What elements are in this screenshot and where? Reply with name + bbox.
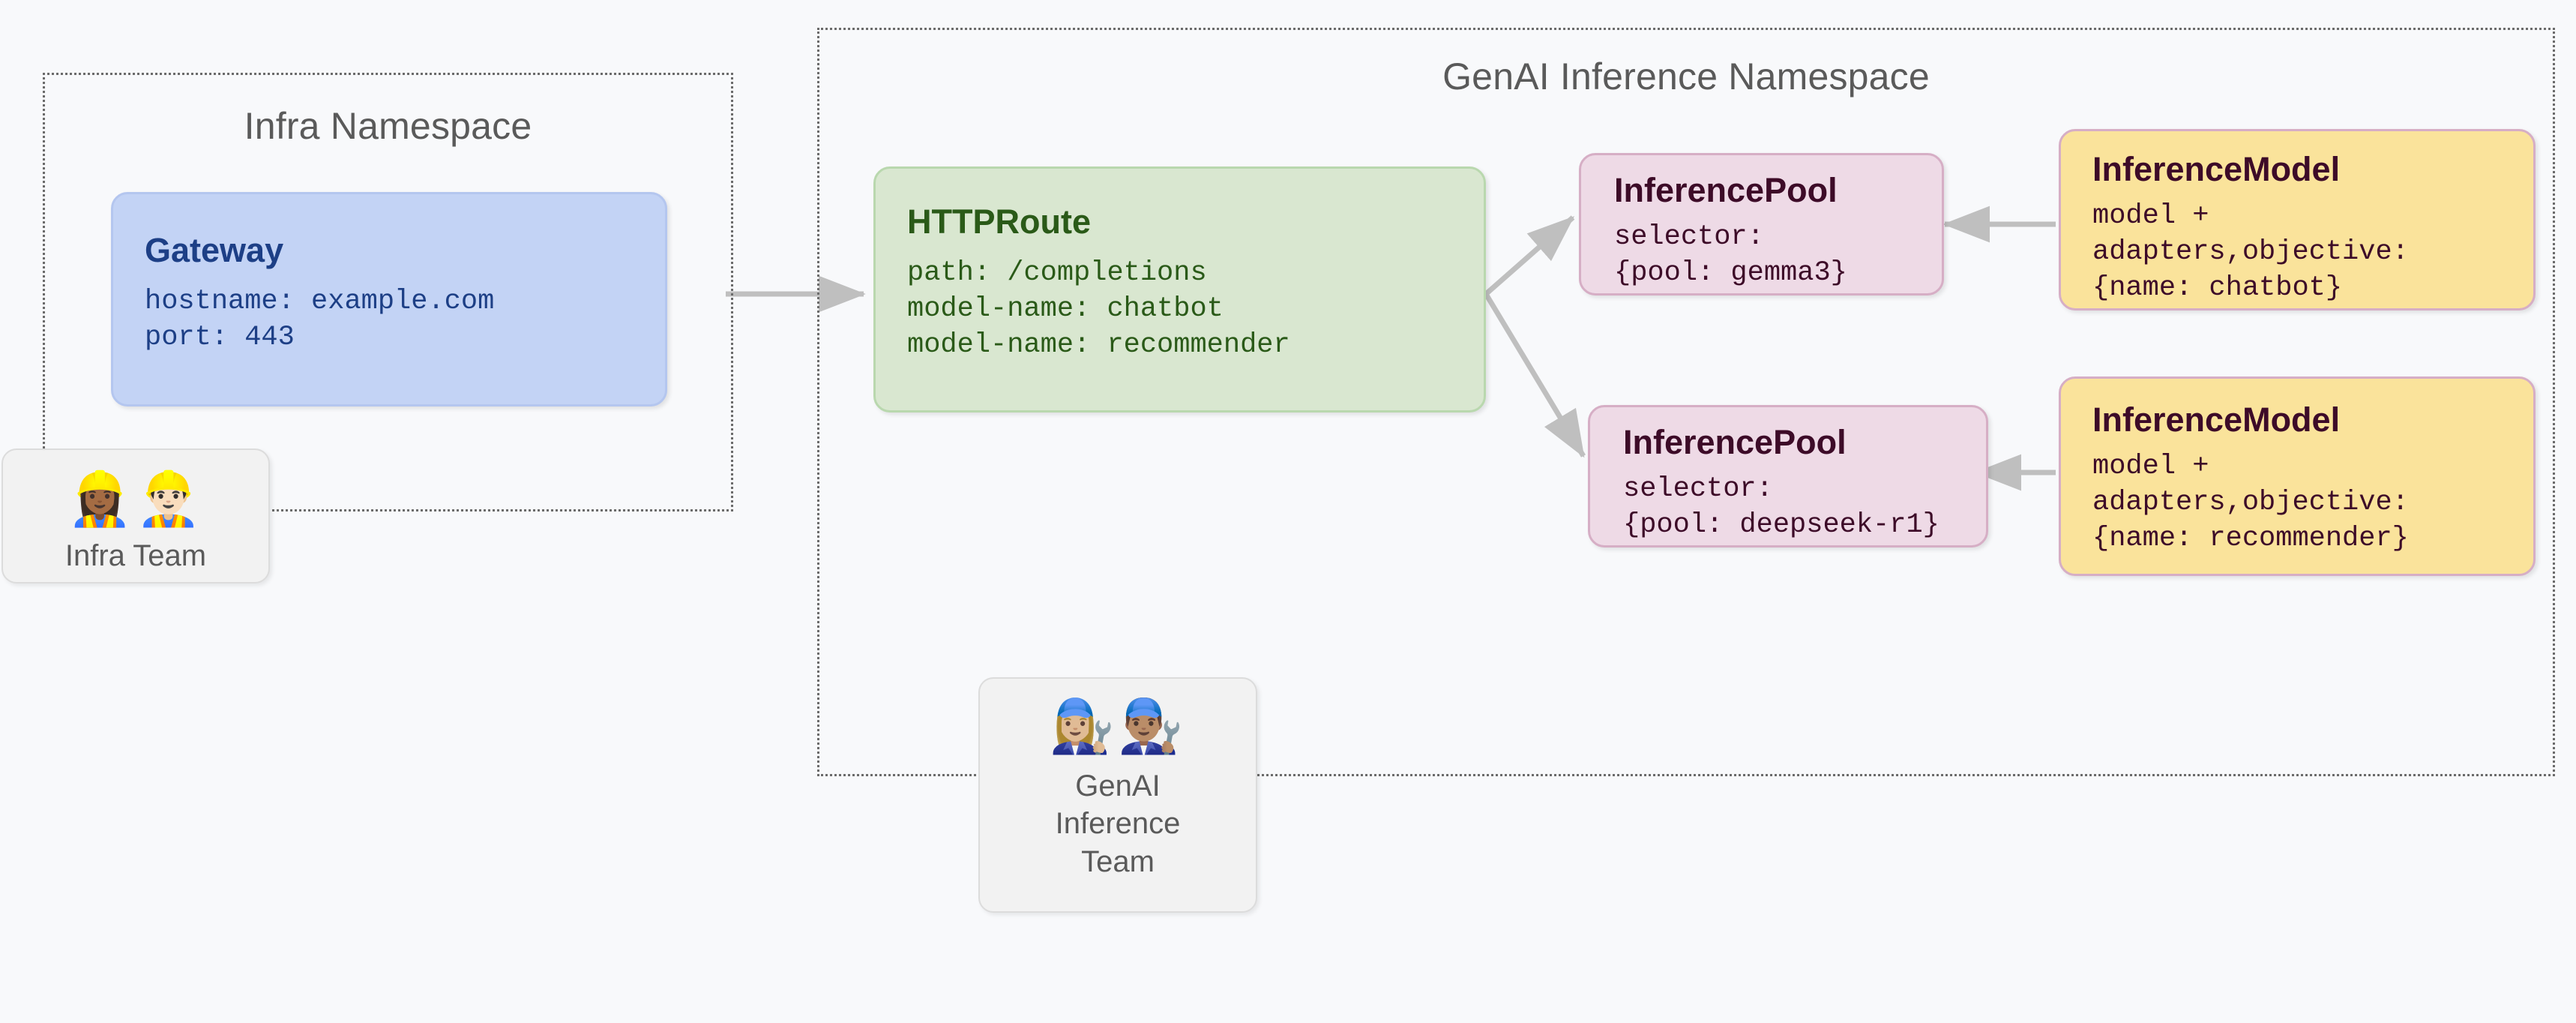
team-genai-label-line-3: Team (1081, 844, 1155, 878)
node-httproute-line-3: model-name: recommender (907, 329, 1290, 362)
node-inferencemodel-recommender-title: InferenceModel (2092, 400, 2341, 439)
node-inferencepool-recommender-line-2: {pool: deepseek-r1} (1623, 509, 1939, 542)
namespace-infra (43, 73, 733, 512)
node-inferencemodel-recommender-line-1: model + (2092, 451, 2209, 482)
node-gateway-line-2: port: 443 (145, 322, 295, 354)
node-inferencemodel-recommender-line-3: {name: recommender} (2092, 523, 2409, 555)
node-inferencepool-chatbot-title: InferencePool (1614, 171, 1838, 209)
node-inferencemodel-chatbot-line-1: model + (2092, 200, 2209, 232)
node-inferencepool-recommender-title: InferencePool (1623, 423, 1847, 461)
team-infra-label: Infra Team (64, 539, 207, 572)
namespace-infra-title: Infra Namespace (244, 105, 532, 147)
node-inferencepool-chatbot[interactable]: InferencePool selector: {pool: gemma3} (1579, 153, 1944, 296)
team-genai-label-line-1: GenAI (1075, 770, 1161, 802)
node-inferencemodel-chatbot-line-3: {name: chatbot} (2092, 272, 2343, 304)
node-inferencepool-chatbot-line-1: selector: (1614, 221, 1764, 253)
node-inferencemodel-recommender-line-2: adapters,objective: (2092, 487, 2409, 519)
team-infra-avatars: 👷🏾‍♀️👷🏻‍♂️ (67, 470, 205, 528)
node-inferencemodel-chatbot-title: InferenceModel (2092, 150, 2341, 188)
team-genai-avatars: 👩🏼‍🔧👨🏽‍🔧 (1049, 697, 1187, 755)
namespace-genai-title: GenAI Inference Namespace (1442, 56, 1930, 98)
node-inferencemodel-recommender[interactable]: InferenceModel model + adapters,objectiv… (2059, 376, 2536, 576)
team-card-genai[interactable]: 👩🏼‍🔧👨🏽‍🔧 GenAI Inference Team (978, 677, 1257, 913)
node-httproute-line-1: path: /completions (907, 257, 1207, 289)
node-httproute-title: HTTPRoute (907, 202, 1091, 241)
node-gateway[interactable]: Gateway hostname: example.com port: 443 (111, 192, 667, 406)
node-inferencemodel-chatbot-line-2: adapters,objective: (2092, 236, 2409, 268)
team-card-infra[interactable]: 👷🏾‍♀️👷🏻‍♂️ Infra Team (1, 448, 270, 584)
team-genai-label-line-2: Inference (1055, 807, 1181, 841)
node-inferencepool-recommender-line-1: selector: (1623, 473, 1773, 505)
node-httproute[interactable]: HTTPRoute path: /completions model-name:… (873, 166, 1486, 412)
node-gateway-line-1: hostname: example.com (145, 286, 495, 317)
node-inferencepool-recommender[interactable]: InferencePool selector: {pool: deepseek-… (1588, 405, 1988, 548)
node-httproute-line-2: model-name: chatbot (907, 293, 1224, 326)
namespace-genai (817, 28, 2555, 776)
node-gateway-title: Gateway (145, 231, 284, 269)
node-inferencemodel-chatbot[interactable]: InferenceModel model + adapters,objectiv… (2059, 129, 2536, 310)
node-inferencepool-chatbot-line-2: {pool: gemma3} (1614, 257, 1847, 290)
